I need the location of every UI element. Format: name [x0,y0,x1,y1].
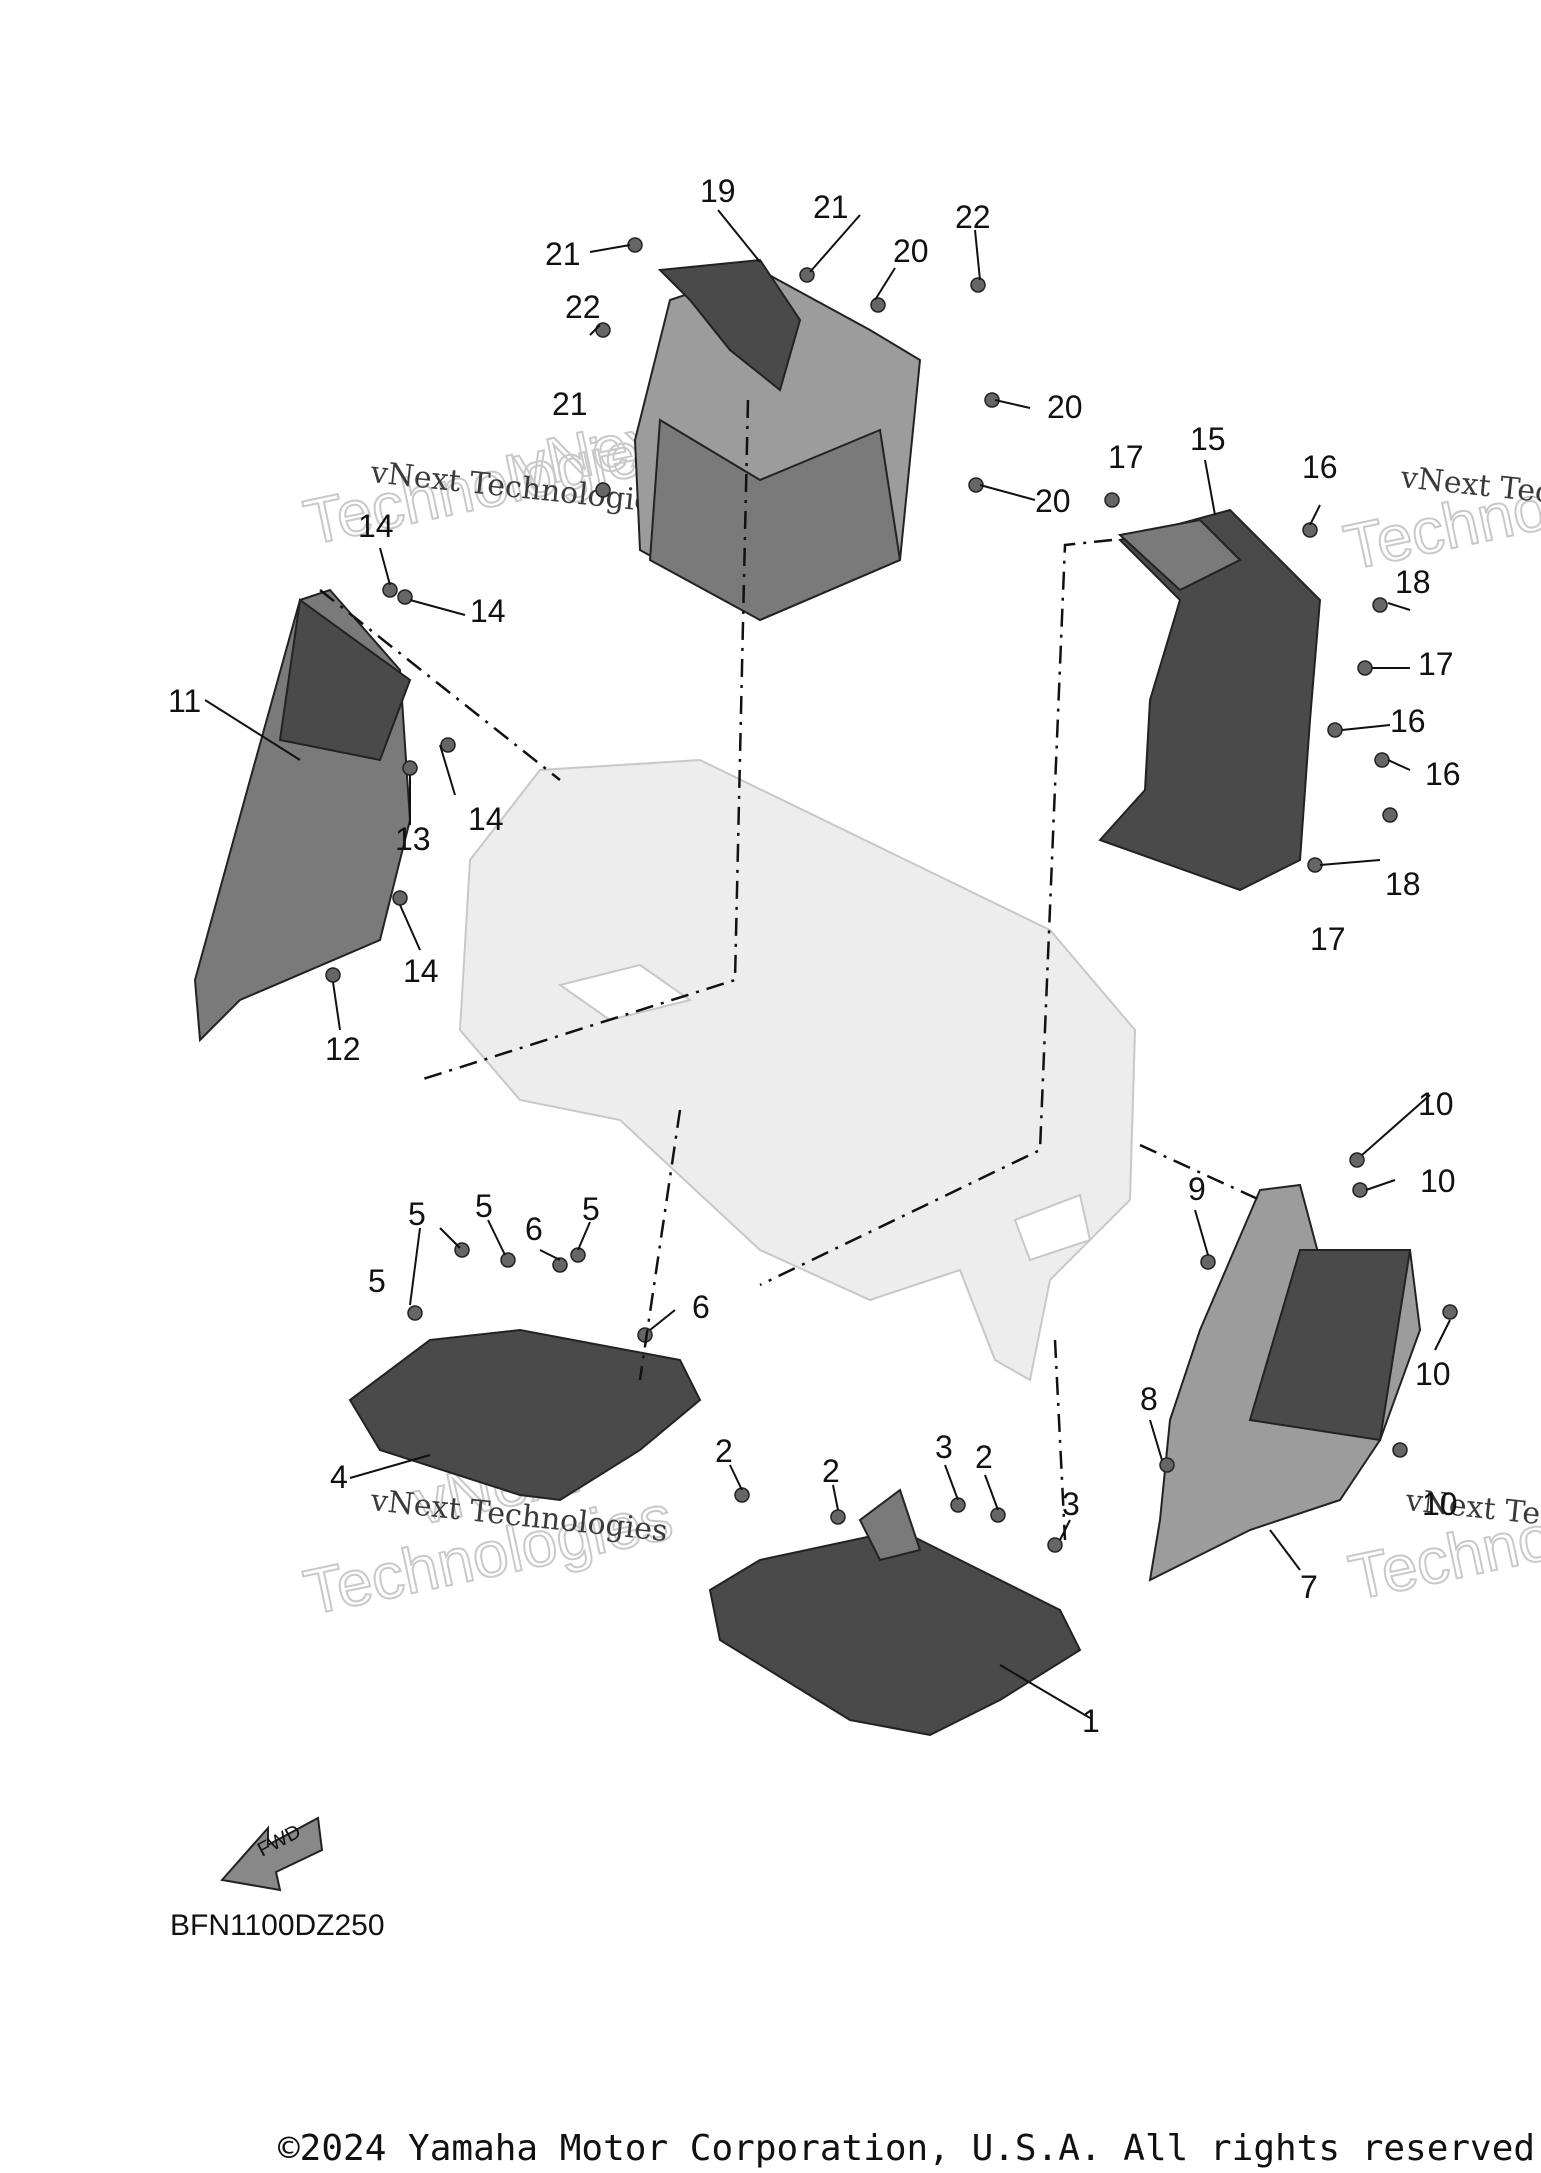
callout-21: 21 [552,386,588,422]
frame-body [458,758,1137,1382]
callout-2: 2 [975,1439,993,1475]
callout-5: 5 [475,1188,493,1224]
callout-12: 12 [325,1031,361,1067]
callout-10: 10 [1420,1163,1456,1199]
watermark-big: Technologies [1338,436,1541,584]
callout-labels: 19 21 22 21 20 22 20 21 20 17 15 16 18 1… [168,173,1461,1739]
callout-6: 6 [692,1289,710,1325]
callout-3: 3 [1062,1486,1080,1522]
part-7-cover [1148,1183,1422,1582]
diagram-code: BFN1100DZ250 [170,1909,385,1942]
callout-2: 2 [715,1433,733,1469]
callout-16: 16 [1390,703,1426,739]
callout-22: 22 [565,289,601,325]
callout-2: 2 [822,1453,840,1489]
callout-14: 14 [403,953,439,989]
callout-16: 16 [1302,449,1338,485]
part-11-cover [193,588,412,1043]
callout-18: 18 [1395,564,1431,600]
callout-5: 5 [408,1196,426,1232]
callout-10: 10 [1422,1486,1458,1522]
callout-20: 20 [893,233,929,269]
callout-16: 16 [1425,756,1461,792]
callout-8: 8 [1140,1381,1158,1417]
callout-13: 13 [395,821,431,857]
callout-9: 9 [1188,1171,1206,1207]
callout-20: 20 [1047,389,1083,425]
callout-17: 17 [1310,921,1346,957]
callout-17: 17 [1108,439,1144,475]
callout-4: 4 [330,1459,348,1495]
callout-21: 21 [813,189,849,225]
callout-6: 6 [525,1211,543,1247]
callout-21: 21 [545,236,581,272]
callout-19: 19 [700,173,736,209]
callout-20: 20 [1035,483,1071,519]
callout-17: 17 [1418,646,1454,682]
callout-5: 5 [582,1191,600,1227]
callout-3: 3 [935,1429,953,1465]
callout-1: 1 [1082,1703,1100,1739]
part-19-cover [633,258,922,622]
callout-14: 14 [470,593,506,629]
callout-10: 10 [1418,1086,1454,1122]
callout-10: 10 [1415,1356,1451,1392]
part-1-plate [708,1488,1082,1737]
leader-lines [204,209,1451,1719]
callout-11: 11 [168,683,201,719]
fasteners [325,237,1458,1553]
callout-5: 5 [368,1263,386,1299]
callout-14: 14 [358,508,394,544]
callout-14: 14 [468,801,504,837]
part-4-plate [348,1328,702,1502]
callout-15: 15 [1190,421,1226,457]
callout-22: 22 [955,199,991,235]
copyright-text: ©2024 Yamaha Motor Corporation, U.S.A. A… [278,2128,1535,2169]
callout-18: 18 [1385,866,1421,902]
callout-7: 7 [1300,1569,1318,1605]
part-15-cover [1098,508,1322,892]
fwd-arrow-icon: FWD [220,1816,324,1892]
